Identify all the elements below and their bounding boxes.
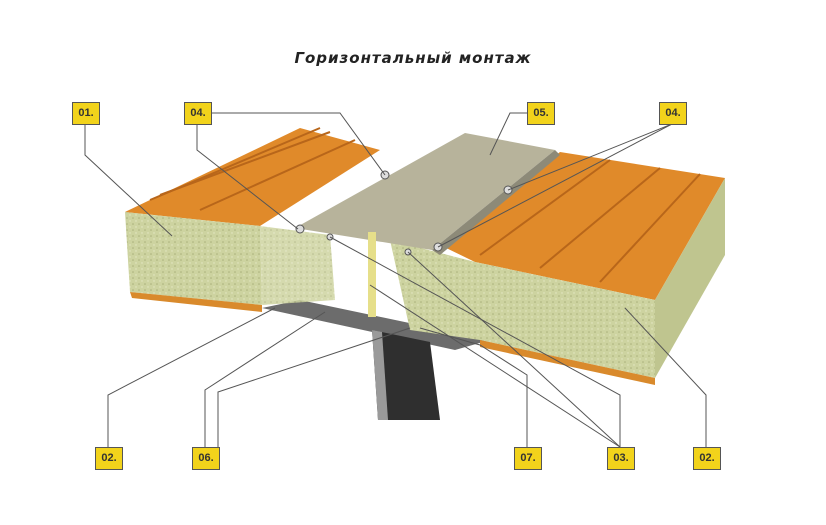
callout-03: 03. [607, 447, 635, 470]
left-panel [125, 127, 380, 312]
callout-01: 01. [72, 102, 100, 125]
steel-beam [262, 300, 490, 420]
callout-02-right: 02. [693, 447, 721, 470]
callout-04-left: 04. [184, 102, 212, 125]
callout-06: 06. [192, 447, 220, 470]
leader-lines [84, 112, 707, 448]
callout-07: 07. [514, 447, 542, 470]
callout-04-right: 04. [659, 102, 687, 125]
callout-05: 05. [527, 102, 555, 125]
right-panel [390, 152, 725, 385]
joint-flashing [295, 133, 560, 317]
diagram-title: Горизонтальный монтаж [294, 49, 532, 67]
callout-02-left: 02. [95, 447, 123, 470]
